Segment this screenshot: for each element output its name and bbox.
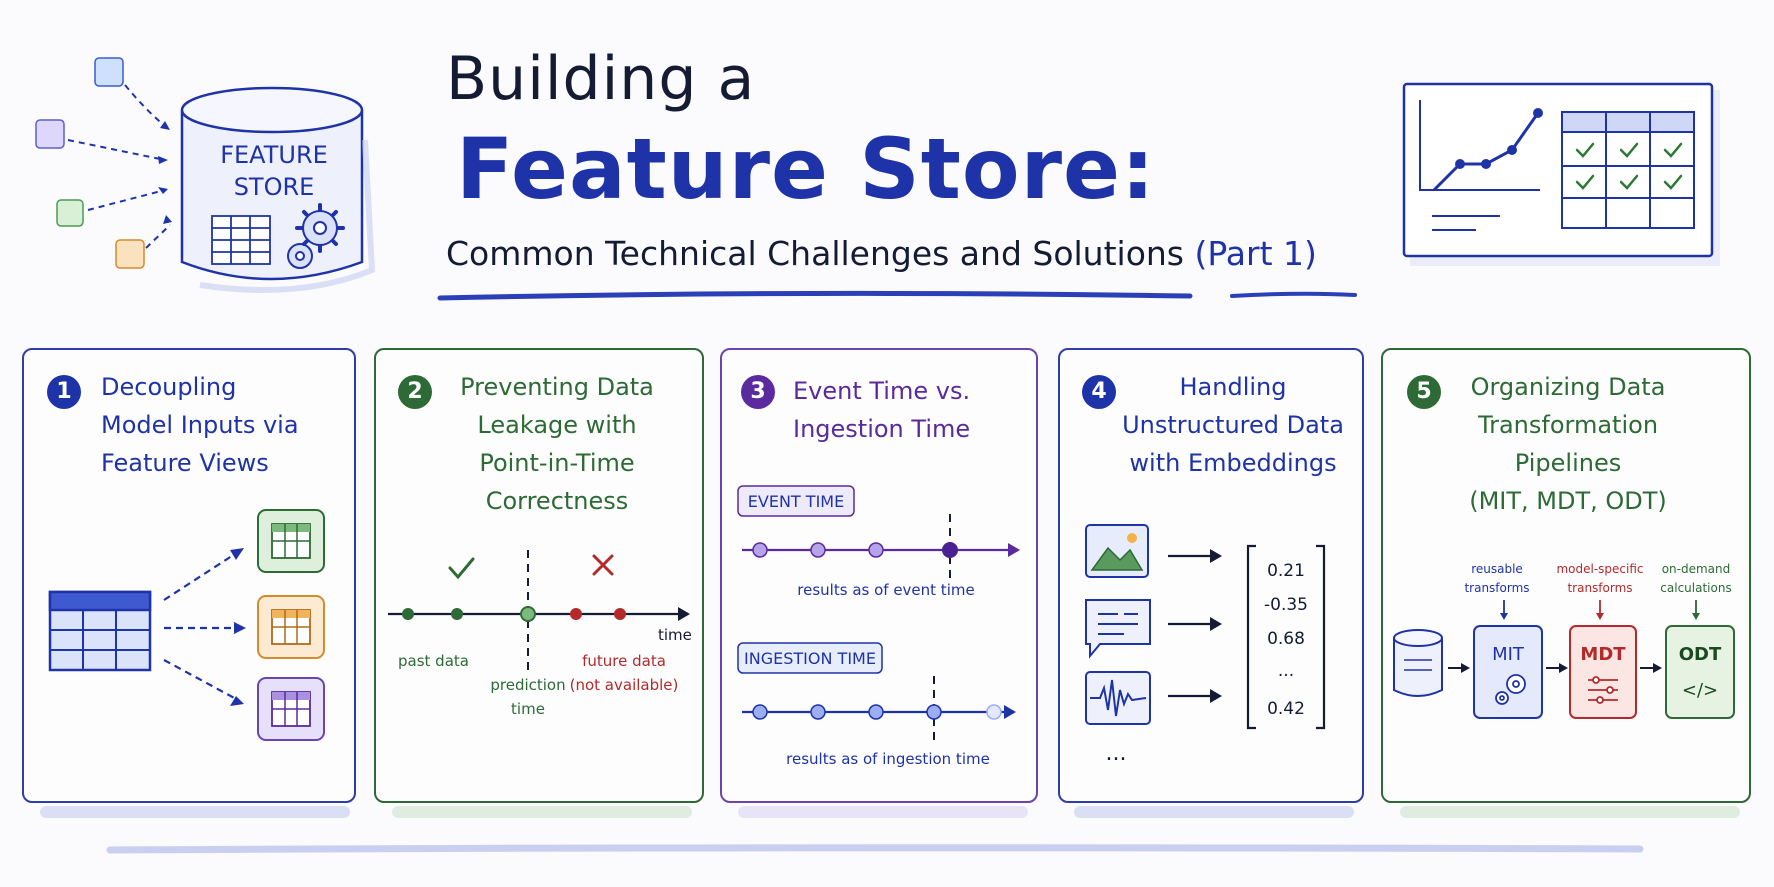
- feature-square-green: [56, 199, 84, 227]
- cross-icon: [592, 554, 614, 576]
- prediction-label-2: time: [511, 700, 545, 718]
- part-underline: [1230, 291, 1357, 298]
- ingestion-time-label: INGESTION TIME: [744, 649, 876, 668]
- future-label-1: future data: [582, 652, 666, 670]
- gear-icon: [287, 210, 338, 269]
- panel-1-number: 1: [47, 375, 81, 409]
- feature-view-orange-icon: [257, 595, 325, 659]
- feature-view-purple-icon: [257, 677, 325, 741]
- future-label-2: (not available): [570, 676, 679, 694]
- time-axis-label: time: [658, 626, 692, 644]
- panel-4-number: 4: [1082, 375, 1116, 409]
- mdt-sliders-icon: [1588, 676, 1618, 704]
- store-label-2: STORE: [234, 173, 315, 201]
- panel-2-number: 2: [398, 375, 432, 409]
- title-underline: [437, 290, 1193, 301]
- vector-value: -0.35: [1264, 595, 1308, 615]
- vector-value: 0.42: [1267, 699, 1305, 719]
- vector-value: ...: [1278, 661, 1294, 681]
- mdt-caption-1: model-specific: [1556, 562, 1643, 576]
- prediction-label-1: prediction: [490, 676, 565, 694]
- check-icon: [448, 557, 475, 580]
- feature-view-green-icon: [257, 509, 325, 573]
- feature-square-orange: [115, 239, 145, 269]
- vector-value: 0.21: [1267, 561, 1305, 581]
- panel-event-vs-ingestion: [720, 348, 1038, 803]
- source-database-icon: [1393, 629, 1443, 697]
- more-inputs-ellipsis: ...: [1106, 741, 1127, 766]
- text-message-icon: [1085, 599, 1151, 659]
- mit-caption-1: reusable: [1471, 562, 1523, 576]
- odt-caption-2: calculations: [1660, 581, 1731, 595]
- event-time-tag: [737, 485, 855, 517]
- panel-point-in-time: [374, 348, 704, 803]
- panel-5-number: 5: [1407, 375, 1441, 409]
- event-time-timeline: [742, 514, 1020, 578]
- store-table-icon: [211, 215, 271, 265]
- vector-value: 0.68: [1267, 629, 1305, 649]
- subtitle-part: (Part 1): [1194, 234, 1317, 273]
- subtitle: Common Technical Challenges and Solution…: [446, 234, 1317, 273]
- title-line-1: Building a: [446, 44, 756, 114]
- mdt-box: [1569, 625, 1637, 719]
- view-arrows: [163, 551, 239, 701]
- embedding-arrows: [1168, 554, 1212, 698]
- mit-box: [1473, 625, 1543, 719]
- ingestion-time-tag: [737, 642, 883, 674]
- subtitle-text: Common Technical Challenges and Solution…: [446, 234, 1185, 273]
- title-line-2: Feature Store:: [456, 120, 1156, 218]
- mdt-label: MDT: [1580, 644, 1626, 665]
- image-icon: [1085, 524, 1149, 578]
- store-label-1: FEATURE: [220, 141, 328, 169]
- ingestion-time-caption: results as of ingestion time: [786, 750, 990, 768]
- past-data-label: past data: [398, 652, 469, 670]
- mit-gear-icon: [1495, 674, 1526, 705]
- mit-label: MIT: [1492, 644, 1525, 665]
- panel-3-title: Event Time vs.Ingestion Time: [793, 377, 971, 443]
- point-in-time-timeline: [388, 550, 690, 676]
- feature-square-blue: [94, 57, 124, 87]
- mdt-caption-2: transforms: [1567, 581, 1632, 595]
- panel-pipelines: [1381, 348, 1751, 803]
- ingestion-time-timeline: [742, 676, 1016, 740]
- feature-square-lilac: [35, 119, 65, 149]
- dashboard-illustration: [1402, 82, 1720, 266]
- panel-3-number: 3: [741, 375, 775, 409]
- source-table-icon: [48, 590, 152, 672]
- audio-waveform-icon: [1085, 671, 1151, 725]
- event-time-caption: results as of event time: [797, 581, 974, 599]
- event-time-label: EVENT TIME: [748, 492, 844, 511]
- code-icon: </>: [1682, 680, 1718, 701]
- caption-arrows: [1500, 600, 1700, 620]
- odt-box: [1665, 625, 1735, 719]
- vector-brackets: [1246, 544, 1326, 730]
- mit-caption-2: transforms: [1464, 581, 1529, 595]
- odt-caption-1: on-demand: [1662, 562, 1731, 576]
- odt-label: ODT: [1679, 644, 1722, 665]
